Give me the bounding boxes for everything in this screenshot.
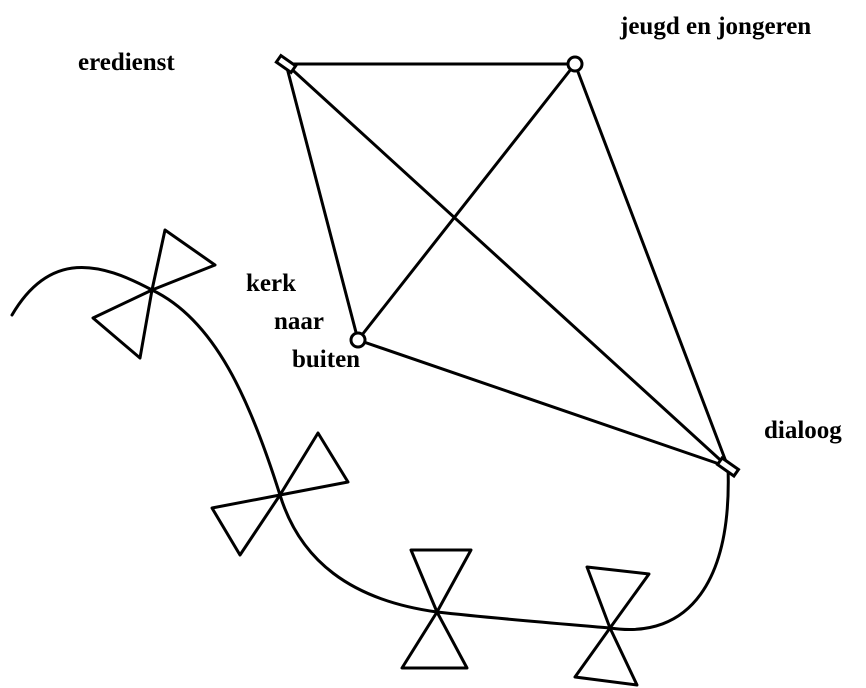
kite-tail-string — [10, 266, 730, 631]
corner-marker-top-right — [566, 55, 584, 73]
tail-bow-4 — [573, 565, 651, 687]
tail-bow-3 — [400, 548, 473, 670]
kite-edge-bottom — [356, 338, 730, 469]
corner-marker-bottom-right — [715, 455, 741, 479]
kite-diagonal-long — [284, 62, 730, 469]
corner-marker-left — [349, 331, 367, 349]
label-kerk: kerk — [246, 270, 296, 297]
tail-bow-1 — [91, 228, 217, 360]
label-jeugd-en-jongeren: jeugd en jongeren — [620, 13, 812, 40]
kite-edge-right — [573, 62, 730, 469]
corner-marker-top-left — [274, 53, 298, 75]
label-buiten: buiten — [292, 346, 361, 373]
tail-bow-2 — [210, 431, 350, 557]
label-dialoog: dialoog — [764, 417, 842, 444]
kite-edge-left — [284, 62, 360, 342]
label-naar: naar — [274, 308, 324, 335]
kite-diagonal-short — [356, 62, 577, 342]
label-eredienst: eredienst — [78, 49, 175, 76]
